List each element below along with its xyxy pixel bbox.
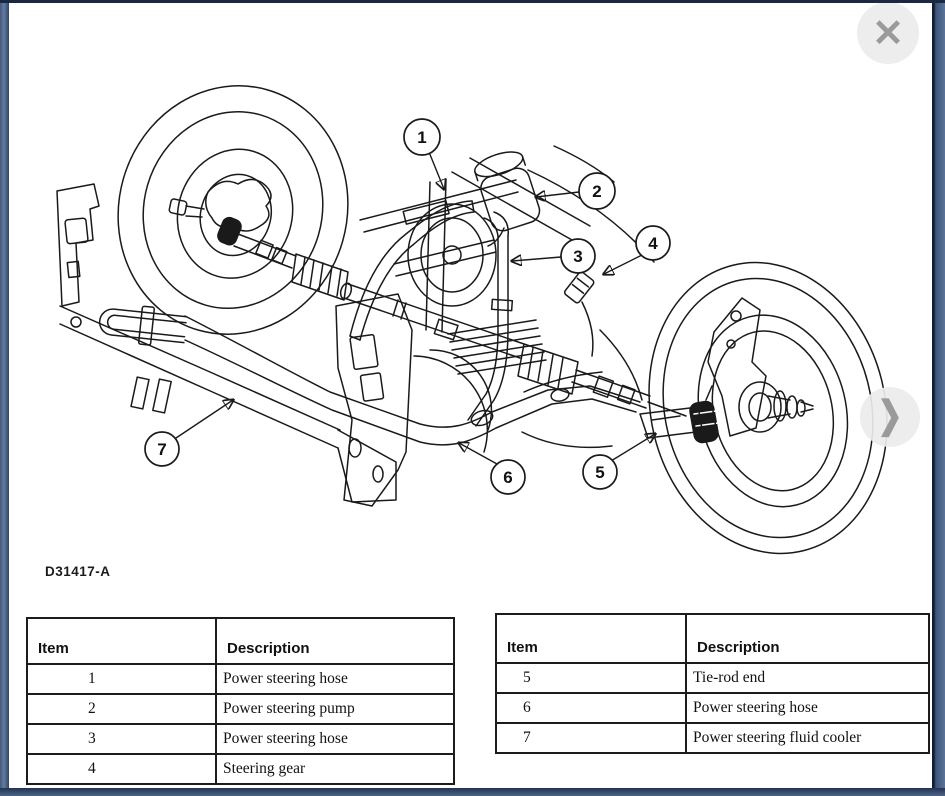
- table-row: 7 Power steering fluid cooler: [495, 722, 930, 754]
- callout-7: 7: [144, 431, 180, 467]
- item-number: 6: [495, 692, 687, 724]
- right-knuckle: [707, 297, 767, 437]
- chevron-right-icon: ❯: [877, 394, 903, 437]
- svg-text:2: 2: [592, 182, 601, 201]
- pump-reservoir: [474, 151, 541, 247]
- fluid-cooler: [98, 305, 188, 346]
- window-border-right: [932, 0, 945, 796]
- svg-text:4: 4: [648, 234, 658, 253]
- item-description: Power steering fluid cooler: [685, 722, 930, 754]
- description-column-header: Description: [215, 617, 455, 665]
- callout-4: 4: [635, 225, 671, 261]
- item-number: 7: [495, 722, 687, 754]
- steering-system-diagram: 1 2 3 4 5 6 7: [56, 85, 888, 555]
- table-row: 4 Steering gear: [26, 753, 455, 785]
- table-row: 5 Tie-rod end: [495, 662, 930, 694]
- item-description: Tie-rod end: [685, 662, 930, 694]
- left-frame-bracket: [56, 183, 100, 328]
- item-description: Power steering hose: [215, 723, 455, 755]
- window-border-bottom: [0, 788, 945, 796]
- item-number: 5: [495, 662, 687, 694]
- close-button[interactable]: ✕: [857, 2, 919, 64]
- svg-text:1: 1: [417, 128, 426, 147]
- item-number: 3: [26, 723, 217, 755]
- item-description: Power steering hose: [215, 663, 455, 695]
- power-steering-hose-pressure: [467, 211, 514, 427]
- table-row: 3 Power steering hose: [26, 723, 455, 755]
- window-border-top: [0, 0, 945, 3]
- item-description: Power steering hose: [685, 692, 930, 724]
- callout-5: 5: [582, 454, 618, 490]
- tie-rod-end: [639, 385, 719, 444]
- item-number: 2: [26, 693, 217, 725]
- parts-table-items-5-7: Item Description 5 Tie-rod end 6 Power s…: [495, 613, 930, 754]
- steering-gear: [217, 216, 687, 417]
- callout-2: 2: [578, 172, 616, 210]
- svg-text:5: 5: [595, 463, 604, 482]
- table-row: 2 Power steering pump: [26, 693, 455, 725]
- radiator-hatching: [413, 319, 547, 453]
- callout-3: 3: [560, 238, 596, 274]
- parts-table-items-1-4: Item Description 1 Power steering hose 2…: [26, 617, 455, 785]
- close-icon: ✕: [872, 12, 904, 55]
- svg-text:6: 6: [503, 468, 512, 487]
- next-button[interactable]: ❯: [860, 387, 920, 447]
- callout-6: 6: [490, 459, 526, 495]
- pump-pulley: [407, 203, 497, 307]
- table-row: 6 Power steering hose: [495, 692, 930, 724]
- table-header-row: Item Description: [26, 617, 455, 665]
- callout-leaders: [175, 151, 655, 465]
- power-steering-hose-upper: [349, 200, 475, 341]
- table-row: 1 Power steering hose: [26, 663, 455, 695]
- svg-text:7: 7: [157, 440, 166, 459]
- window-border-left: [0, 0, 9, 796]
- left-tire: [117, 85, 349, 335]
- item-description: Steering gear: [215, 753, 455, 785]
- power-steering-hoses-lower: [184, 315, 641, 446]
- figure-code: D31417-A: [45, 564, 111, 579]
- item-number: 1: [26, 663, 217, 695]
- left-knuckle: [168, 178, 272, 232]
- pump-bracket: [359, 157, 591, 333]
- table-header-row: Item Description: [495, 613, 930, 664]
- callout-1: 1: [403, 118, 441, 156]
- item-number: 4: [26, 753, 217, 785]
- item-column-header: Item: [495, 613, 687, 664]
- item-column-header: Item: [26, 617, 217, 665]
- right-hub-axle: [738, 381, 814, 433]
- item-description: Power steering pump: [215, 693, 455, 725]
- hose-fitting: [563, 271, 595, 357]
- svg-text:3: 3: [573, 247, 582, 266]
- center-frame-pillar: [335, 293, 413, 507]
- description-column-header: Description: [685, 613, 930, 664]
